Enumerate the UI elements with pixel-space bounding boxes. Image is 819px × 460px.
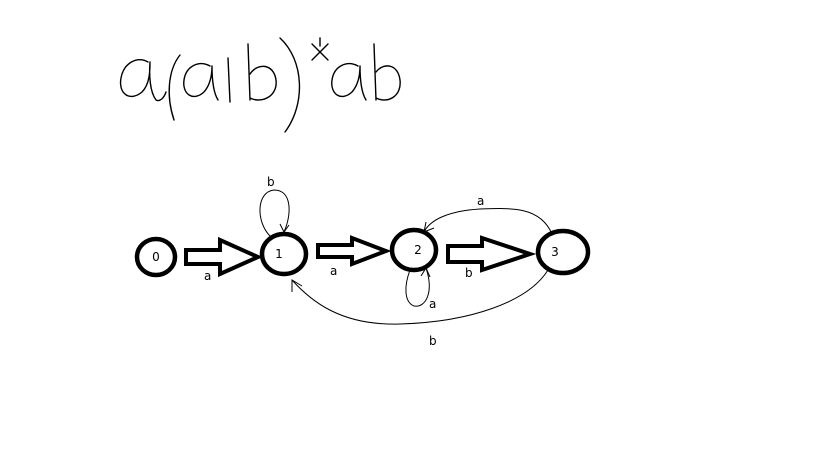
transition-2-3-arrow bbox=[446, 235, 537, 273]
transition-3-1-arc bbox=[291, 269, 549, 325]
transition-1-1-label: b bbox=[267, 175, 275, 189]
transition-0-1-label: a bbox=[204, 269, 211, 283]
state-2-label: 2 bbox=[414, 243, 422, 257]
transition-2-3-label: b bbox=[465, 266, 473, 280]
state-1-label: 1 bbox=[275, 247, 283, 261]
regex-handwriting bbox=[119, 37, 401, 133]
transition-3-2-label: a bbox=[477, 194, 484, 208]
state-2: 2 bbox=[389, 227, 439, 273]
transition-1-1-arrowhead bbox=[279, 223, 290, 233]
state-0-label: 0 bbox=[152, 250, 160, 264]
transition-3-1-arrowhead bbox=[291, 279, 303, 292]
transition-2-2-loop bbox=[405, 267, 430, 307]
transition-1-2-arrow bbox=[316, 235, 392, 267]
state-3: 3 bbox=[535, 228, 591, 276]
transition-1-2-label: a bbox=[330, 264, 337, 278]
transition-3-2-arc bbox=[423, 208, 553, 235]
transition-1-1-loop bbox=[259, 189, 290, 237]
transition-0-1-arrow bbox=[184, 236, 263, 278]
transition-3-1-label: b bbox=[429, 334, 437, 348]
transition-2-2-label: a bbox=[429, 297, 436, 311]
state-0: 0 bbox=[134, 236, 178, 278]
state-3-label: 3 bbox=[551, 245, 559, 259]
state-1: 1 bbox=[259, 231, 309, 277]
